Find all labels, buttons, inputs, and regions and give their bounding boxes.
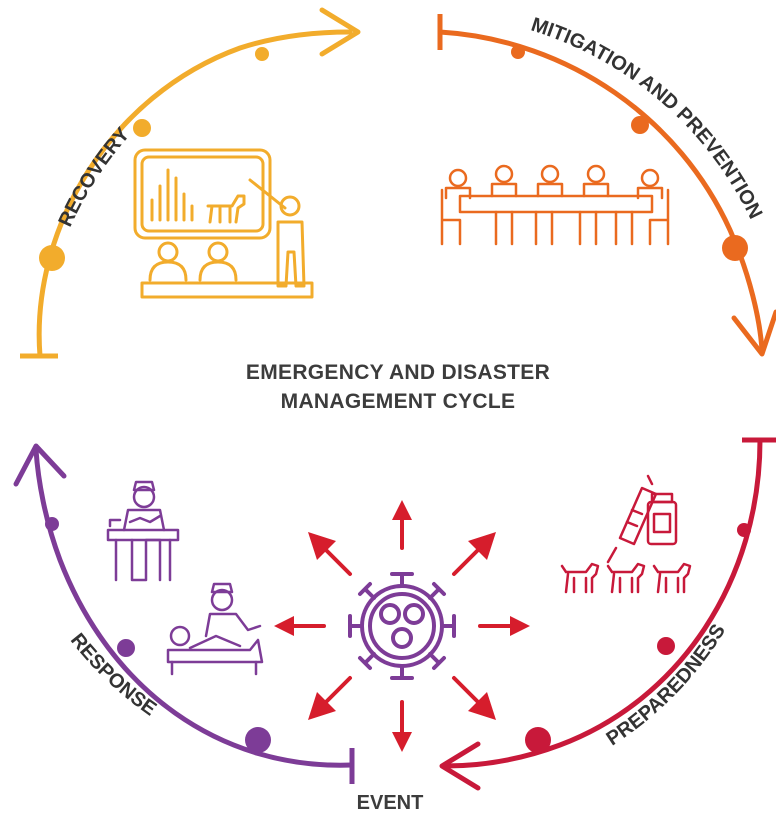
response-arc: [13, 443, 355, 784]
meeting-table-icon: [440, 164, 670, 246]
preparedness-arc: [439, 437, 776, 791]
recovery-label: RECOVERY: [55, 123, 135, 230]
mitigation-arc: [437, 14, 776, 357]
classroom-icon: [133, 148, 314, 299]
event-label: EVENT: [356, 792, 424, 814]
vaccination-kit-icon: [606, 474, 678, 564]
diagram-title-line2: MANAGEMENT CYCLE: [280, 390, 516, 413]
patient-care-icon: [166, 582, 264, 676]
vet-exam-icon: [106, 480, 180, 582]
diagram-title: EMERGENCY AND DISASTER MANAGEMENT CYCLE: [188, 358, 608, 416]
event-arrows: [274, 500, 530, 752]
virus-icon: [348, 572, 456, 680]
dogs-icon: [560, 562, 692, 594]
response-label: RESPONSE: [66, 629, 160, 720]
recovery-arc: [20, 7, 361, 359]
diagram-title-line1: EMERGENCY AND DISASTER: [245, 361, 551, 384]
